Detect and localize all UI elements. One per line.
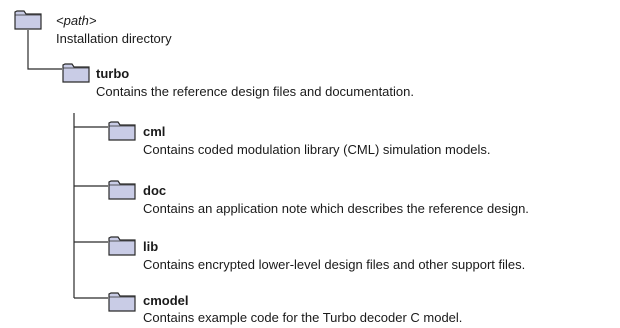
connector-root-turbo: [27, 30, 62, 70]
cmodel-folder-name: cmodel: [143, 293, 189, 308]
turbo-folder-name: turbo: [96, 66, 130, 81]
doc-folder-description: Contains an application note which descr…: [143, 201, 529, 216]
folder-icon: [108, 236, 136, 256]
folder-icon: [62, 63, 90, 83]
root-folder-name: <path>: [56, 13, 97, 28]
doc-folder-name: doc: [143, 183, 167, 198]
folder-icon: [108, 121, 136, 141]
lib-folder-description: Contains encrypted lower-level design fi…: [143, 257, 526, 272]
lib-folder-name: lib: [143, 239, 159, 254]
cml-folder-name: cml: [143, 124, 166, 139]
folder-icon: [14, 10, 42, 30]
cmodel-folder-description: Contains example code for the Turbo deco…: [143, 310, 463, 325]
cml-folder-description: Contains coded modulation library (CML) …: [143, 142, 491, 157]
turbo-folder-description: Contains the reference design files and …: [96, 84, 414, 99]
root-folder-description: Installation directory: [56, 31, 172, 46]
folder-icon: [108, 292, 136, 312]
folder-icon: [108, 180, 136, 200]
